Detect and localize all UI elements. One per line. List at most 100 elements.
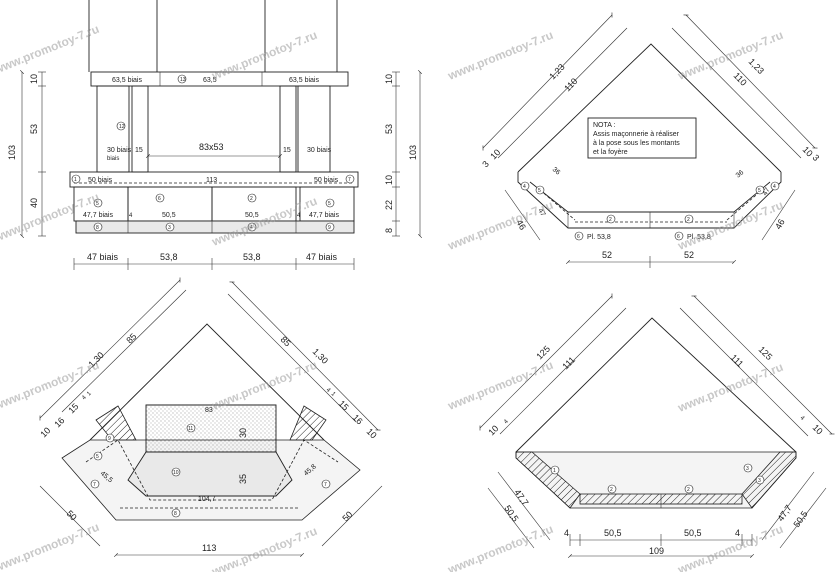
br-side-right-b: 50,5 <box>791 509 809 529</box>
note-title: NOTA : <box>593 122 615 129</box>
mark-block-1: 5 <box>96 201 99 207</box>
left-dim-bottom: 40 <box>29 198 39 208</box>
bl-dim-l2: 16 <box>52 415 66 429</box>
left-dim-total: 103 <box>7 145 17 160</box>
br-bottom-dim-1: 4 <box>564 528 569 538</box>
watermark-3: www.promotoy-7.ru <box>445 28 555 83</box>
side-dim-47-right: 47 <box>762 187 772 197</box>
shelf-label-right: 50 biais <box>314 177 339 184</box>
bl-side-right: 50 <box>340 509 354 523</box>
mark-corner-left: 7 <box>93 482 96 488</box>
watermark-7: www.promotoy-7.ru <box>445 198 555 253</box>
bl-side-left: 50 <box>65 508 79 522</box>
plate-label-right: Pl. 53,8 <box>687 234 711 241</box>
watermark-2: www.promotoy-7.ru <box>209 28 319 83</box>
mark-block-4: 5 <box>328 201 331 207</box>
plan-bottom-dim-left: 52 <box>602 250 612 260</box>
mark-plinth-3: 4 <box>250 225 253 231</box>
mark-plinth-1: 8 <box>96 225 99 231</box>
br-mark-right: 3 <box>746 466 749 472</box>
side-dim-46-left: 46 <box>514 218 528 232</box>
shelf-label-center: 113 <box>206 177 217 184</box>
diag-dim-left-a: 10 <box>488 147 502 161</box>
bl-dim-l4: 4 <box>81 394 88 401</box>
pillar-inner-right-label: 15 <box>283 147 291 154</box>
joint-label-left: 4 <box>129 213 133 219</box>
pillar-inner-left-label: 15 <box>135 147 143 154</box>
mark-block-3: 2 <box>250 196 253 202</box>
top-band-label-right: 63,5 biais <box>289 77 319 84</box>
mark-side-left: 5 <box>96 454 99 460</box>
opening-dimension: 83x53 <box>199 142 224 152</box>
right-dim-mid: 53 <box>384 124 394 134</box>
mark-hearth: 11 <box>188 426 193 432</box>
mark-corner-left: 4 <box>523 184 526 190</box>
br-diag-inner-left: 111 <box>560 355 577 372</box>
bl-dim-l1: 10 <box>38 425 52 439</box>
mark-block-2: 6 <box>158 196 161 202</box>
br-bottom-total: 109 <box>649 546 664 556</box>
side-dim-36-left: 36 <box>551 166 562 176</box>
pillar-left-sub: biais <box>107 156 119 162</box>
br-diag-outer-right: 125 <box>757 344 775 362</box>
br-side-right-a: 47,7 <box>775 503 793 523</box>
mark-hatch-left: 9 <box>108 436 111 442</box>
joint-label-right: 4 <box>297 213 301 219</box>
br-bottom-dim-3: 50,5 <box>684 528 702 538</box>
bottom-dim-2: 53,8 <box>160 252 178 262</box>
br-dim-left-b: 4 <box>503 418 510 425</box>
bottom-dim-1: 47 biais <box>87 252 119 262</box>
diag-dim-right-outer: 1,23 <box>747 56 766 76</box>
side-dim-47-left: 47 <box>536 208 546 218</box>
watermark-4: www.promotoy-7.ru <box>675 28 785 83</box>
bl-dim-r2: 1 <box>330 391 337 398</box>
right-dim-total: 103 <box>408 145 418 160</box>
right-dim-top: 10 <box>384 74 394 84</box>
slab-depth: 35 <box>238 474 248 484</box>
br-diag-inner-right: 111 <box>729 352 746 369</box>
bl-bottom-width: 113 <box>202 543 216 553</box>
br-side-left-b: 50,5 <box>502 503 520 523</box>
bl-dim-r1: 4 <box>325 387 332 394</box>
diag-dim-right-b: 3 <box>811 152 822 163</box>
bottom-left-plan-view: 83 30 35 104,7 45,5 45,8 11 10 8 9 5 7 7… <box>38 280 383 555</box>
mark-plate-right: 2 <box>687 217 690 223</box>
left-dim-mid: 53 <box>29 124 39 134</box>
br-bottom-dim-4: 4 <box>735 528 740 538</box>
watermark-11: www.promotoy-7.ru <box>445 358 555 413</box>
bottom-dim-4: 47 biais <box>306 252 338 262</box>
pillar-left-label: 30 biais <box>107 147 132 154</box>
mark-shelf-left: 1 <box>74 177 77 183</box>
mark-pl-right: 6 <box>677 234 680 240</box>
diag-dim-right-inner: 110 <box>732 70 749 87</box>
slab-width: 104,7 <box>198 496 216 503</box>
bl-dim-l5: 1 <box>86 390 93 397</box>
mark-slab: 10 <box>173 470 179 476</box>
top-band-label-center: 63,5 <box>203 77 217 84</box>
br-side-left-a: 47,7 <box>512 487 530 507</box>
right-dim-block: 22 <box>384 200 394 210</box>
top-band-label-left: 63,5 biais <box>112 77 142 84</box>
pillar-right-label: 30 biais <box>307 147 332 154</box>
hearth-width: 83 <box>205 407 213 414</box>
hearth-depth: 30 <box>238 428 248 438</box>
watermark-14: www.promotoy-7.ru <box>209 524 319 572</box>
front-elevation-view: 63,5 biais 63,5 63,5 biais 13 12 30 biai… <box>7 0 420 270</box>
watermark-8: www.promotoy-7.ru <box>675 198 785 253</box>
br-mark-mid-right: 2 <box>687 487 690 493</box>
bl-diag-inner-left: 85 <box>124 331 138 345</box>
block-label-3: 50,5 <box>245 212 259 219</box>
br-mark-corner: 3 <box>758 478 761 484</box>
right-dim-plinth: 8 <box>384 228 394 233</box>
watermark-12: www.promotoy-7.ru <box>675 360 785 415</box>
block-label-1: 47,7 biais <box>83 212 113 219</box>
mark-pillar: 12 <box>119 124 125 130</box>
br-mark-left: 1 <box>553 468 556 474</box>
bottom-dim-3: 53,8 <box>243 252 261 262</box>
plate-label-left: Pl. 53,8 <box>587 234 611 241</box>
left-dim-top: 10 <box>29 74 39 84</box>
shelf-label-left: 50 biais <box>88 177 113 184</box>
watermark-1: www.promotoy-7.ru <box>0 22 101 77</box>
mark-shelf-right: 7 <box>348 177 351 183</box>
